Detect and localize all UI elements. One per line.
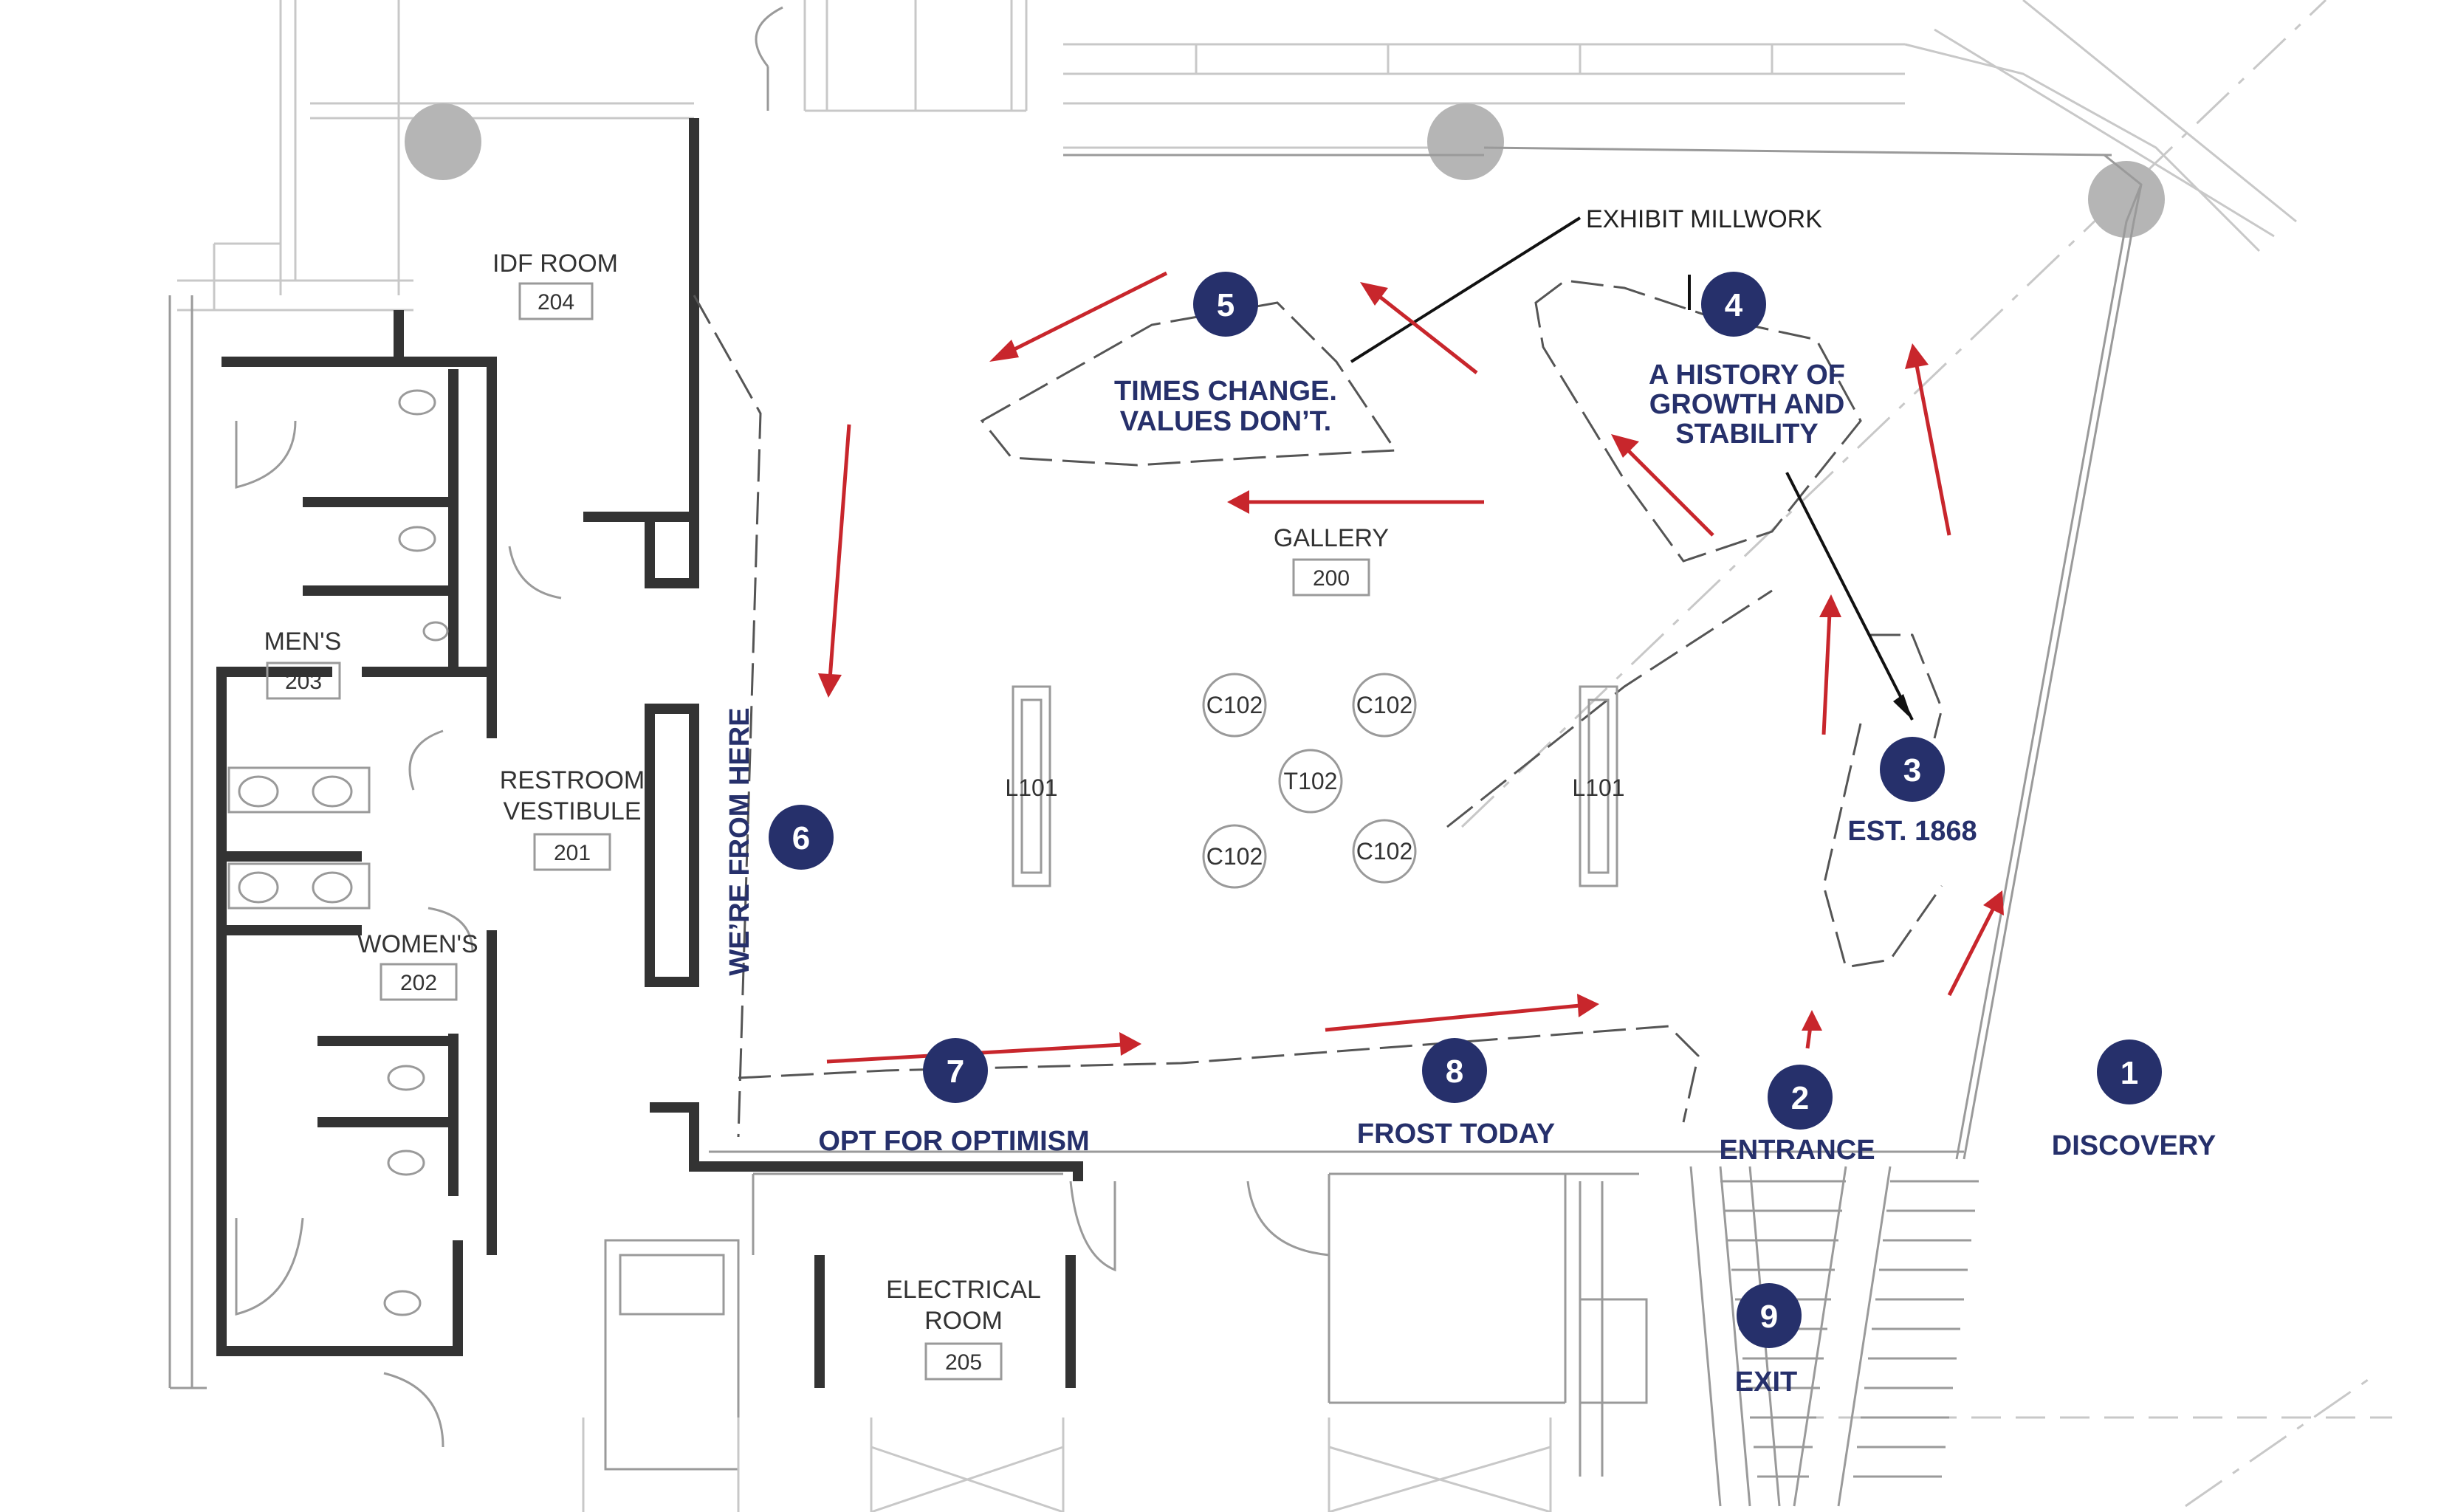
stop-badge-7 bbox=[923, 1038, 988, 1103]
fixture-label-l101-left: L101 bbox=[1005, 774, 1057, 801]
path-arrow bbox=[1947, 907, 1996, 997]
stop-badge-5 bbox=[1193, 272, 1258, 337]
fixture-label-c102: C102 bbox=[1206, 692, 1263, 718]
room-name-womens: WOMEN'S bbox=[357, 930, 478, 958]
path-arrow bbox=[1914, 361, 1951, 536]
path-arrow-head bbox=[1905, 343, 1929, 369]
fixture-label-l101-right: L101 bbox=[1572, 774, 1624, 801]
stop-label-3: EST. 1868 bbox=[1847, 816, 1977, 847]
column bbox=[1427, 103, 1504, 180]
leader-line bbox=[1785, 472, 1914, 721]
stop-label-4-line1: A HISTORY OF bbox=[1649, 360, 1845, 391]
chair bbox=[1202, 673, 1267, 738]
room-name-idf: IDF ROOM bbox=[492, 250, 618, 278]
stop-number-9: 9 bbox=[1760, 1299, 1778, 1335]
path-arrow bbox=[828, 424, 851, 680]
room-labels: IDF ROOM 204 MEN'S 203 RESTROOM VESTIBUL… bbox=[264, 250, 1389, 1381]
room-number-idf: 204 bbox=[538, 290, 574, 315]
stop-badge-3 bbox=[1880, 737, 1945, 802]
column bbox=[405, 103, 481, 180]
stop-number-2: 2 bbox=[1791, 1080, 1809, 1116]
chair bbox=[1202, 824, 1267, 889]
exterior-wall bbox=[1955, 154, 2143, 1160]
room-number-womens: 202 bbox=[400, 971, 437, 995]
path-arrow-head bbox=[1119, 1032, 1141, 1056]
stop-label-7: OPT FOR OPTIMISM bbox=[818, 1126, 1089, 1157]
path-arrow-head bbox=[1577, 994, 1599, 1017]
fixture-label-c102: C102 bbox=[1206, 843, 1263, 870]
path-arrow bbox=[1623, 445, 1714, 537]
exhibit-millwork-callout: EXHIBIT MILLWORK bbox=[1350, 205, 1914, 721]
stop-number-7: 7 bbox=[947, 1054, 964, 1090]
stop-number-1: 1 bbox=[2121, 1055, 2138, 1091]
stop-number-3: 3 bbox=[1903, 752, 1921, 788]
display-case-right bbox=[1579, 685, 1618, 887]
table bbox=[1278, 749, 1343, 814]
stop-badge-2 bbox=[1768, 1065, 1833, 1130]
path-arrow bbox=[1821, 612, 1832, 735]
structural-columns bbox=[405, 103, 2165, 238]
stop-badge-6 bbox=[769, 805, 834, 870]
room-name-electrical-line1: ELECTRICAL bbox=[886, 1276, 1041, 1304]
background-linework bbox=[168, 0, 2392, 1512]
stop-number-6: 6 bbox=[792, 820, 810, 856]
room-name-mens: MEN'S bbox=[264, 628, 342, 656]
path-arrow bbox=[1372, 290, 1478, 374]
stop-label-1: DISCOVERY bbox=[2052, 1130, 2216, 1161]
chair bbox=[1352, 673, 1417, 738]
path-arrow bbox=[1325, 1003, 1581, 1032]
path-arrow-head bbox=[818, 673, 842, 698]
stop-label-8: FROST TODAY bbox=[1357, 1118, 1555, 1150]
path-arrow-head bbox=[989, 340, 1019, 362]
stop-number-8: 8 bbox=[1446, 1054, 1463, 1090]
path-arrow-head bbox=[1983, 890, 2004, 915]
stop-label-4-line3: STABILITY bbox=[1675, 419, 1819, 450]
fixture-label-c102: C102 bbox=[1356, 838, 1413, 865]
room-name-vestibule-line1: RESTROOM bbox=[500, 766, 645, 794]
stop-number-4: 4 bbox=[1725, 287, 1743, 323]
stop-badge-8 bbox=[1422, 1038, 1487, 1103]
leader-line bbox=[1350, 216, 1582, 363]
room-name-vestibule-line2: VESTIBULE bbox=[503, 797, 641, 825]
chair bbox=[1352, 819, 1417, 884]
fixture-label-c102: C102 bbox=[1356, 692, 1413, 718]
path-arrow-head bbox=[1802, 1010, 1822, 1031]
stop-label-9: EXIT bbox=[1735, 1367, 1797, 1398]
stop-badge-4 bbox=[1701, 272, 1766, 337]
path-arrow bbox=[1003, 271, 1168, 357]
stop-label-6: WE’RE FROM HERE bbox=[724, 707, 755, 975]
fixture-label-t102: T102 bbox=[1284, 768, 1338, 794]
stop-label-5-line1: TIMES CHANGE. bbox=[1114, 376, 1337, 407]
stop-label-5-line2: VALUES DON’T. bbox=[1120, 406, 1331, 437]
room-number-electrical: 205 bbox=[945, 1350, 982, 1375]
display-case-left bbox=[1012, 685, 1051, 887]
stop-badge-1 bbox=[2097, 1040, 2162, 1104]
exhibit-millwork-label: EXHIBIT MILLWORK bbox=[1586, 205, 1822, 233]
room-number-gallery: 200 bbox=[1313, 566, 1350, 591]
tour-stops: 1 DISCOVERY 2 ENTRANCE 3 EST. 1868 4 A H… bbox=[724, 272, 2216, 1398]
exhibit-millwork bbox=[693, 279, 1943, 1138]
room-number-vestibule: 201 bbox=[554, 841, 591, 865]
path-arrow-head bbox=[1611, 434, 1639, 458]
room-name-electrical-line2: ROOM bbox=[924, 1307, 1003, 1335]
room-number-mens: 203 bbox=[285, 670, 322, 694]
stop-badge-9 bbox=[1737, 1283, 1802, 1348]
restroom-walls bbox=[216, 118, 1083, 1388]
gallery-edge bbox=[709, 146, 2112, 1153]
stop-number-5: 5 bbox=[1217, 287, 1235, 323]
path-arrow-head bbox=[1227, 490, 1249, 514]
stop-label-2: ENTRANCE bbox=[1719, 1135, 1875, 1166]
column bbox=[2088, 161, 2165, 238]
path-arrow-head bbox=[1360, 282, 1388, 306]
stop-label-4-line2: GROWTH AND bbox=[1649, 389, 1845, 420]
gallery-fixtures: L101 L101 C102 C102 T102 C102 C102 bbox=[1005, 673, 1625, 889]
path-arrow-head bbox=[1819, 594, 1841, 617]
room-name-gallery: GALLERY bbox=[1274, 524, 1389, 552]
